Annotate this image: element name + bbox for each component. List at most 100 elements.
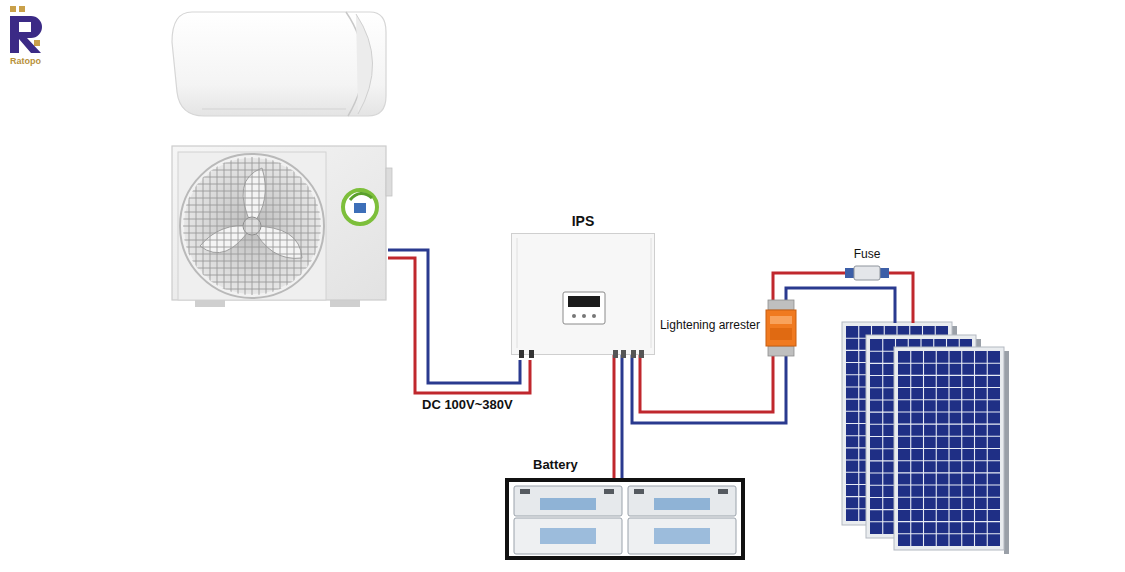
brand-name: Ratopo — [9, 56, 42, 66]
grille-wire — [180, 177, 324, 178]
cell-gap — [898, 387, 1000, 388]
button — [582, 314, 586, 318]
blue-wire — [786, 288, 895, 323]
terminal-block — [768, 300, 794, 310]
cell-gap — [898, 399, 1000, 400]
fan-grille — [180, 154, 324, 298]
eco-solar-mark — [354, 203, 366, 213]
grille-wire — [180, 170, 324, 171]
housing-groove — [517, 238, 518, 348]
cell-gap — [898, 363, 1000, 364]
grille-frame — [178, 152, 326, 300]
logo-letter — [10, 16, 42, 53]
valve-cover — [386, 168, 392, 196]
grille-wire — [182, 154, 183, 298]
battery-terminal — [634, 489, 644, 494]
grille-wire — [180, 184, 324, 185]
battery-terminal — [520, 489, 530, 494]
terminal — [639, 350, 644, 358]
button — [572, 314, 576, 318]
ac-cable — [388, 250, 530, 393]
panel-frame — [894, 347, 1004, 550]
panel-edge — [1004, 351, 1009, 554]
indoor-side-panel — [356, 14, 373, 114]
fan-ring — [180, 154, 324, 298]
grille-wire — [180, 268, 324, 269]
red-wire — [613, 355, 616, 478]
node-heading: Battery — [532, 458, 579, 473]
grille-wire — [180, 205, 324, 206]
fuse-cap — [880, 268, 889, 278]
battery-sticker — [540, 528, 596, 544]
logo-square — [10, 6, 16, 12]
grille-wire — [180, 163, 324, 164]
red-wire — [388, 258, 530, 393]
grille-wire — [322, 154, 323, 298]
indoor-casing — [172, 12, 386, 116]
terminal — [529, 350, 534, 358]
grille-wire — [180, 247, 324, 248]
fuse-cap — [845, 268, 854, 278]
logo-square — [19, 6, 25, 12]
battery-cell — [628, 518, 736, 554]
cell-gap — [898, 424, 1000, 425]
grille-wire — [180, 254, 324, 255]
blue-wire — [621, 355, 624, 478]
terminal — [621, 350, 626, 358]
outdoor-unit — [172, 146, 392, 307]
red-wire — [773, 273, 845, 300]
battery-terminal — [604, 489, 614, 494]
panel-cells — [898, 351, 1000, 546]
arrester-body — [766, 310, 796, 346]
fuse-body — [854, 266, 880, 280]
red-wire — [640, 355, 773, 412]
cell-gap — [898, 375, 1000, 376]
battery-cells — [514, 486, 736, 554]
grille-wire — [180, 275, 324, 276]
grille-wire — [180, 240, 324, 241]
indoor-vent — [202, 108, 346, 110]
fuse-box: Fuse — [845, 266, 889, 280]
cell-gap — [898, 460, 1000, 461]
grille-wire — [180, 296, 324, 297]
eco-badge — [343, 190, 377, 224]
display-bezel — [563, 292, 605, 324]
cell-gap — [898, 411, 1000, 412]
solar-panels — [842, 322, 1009, 554]
battery-sticker — [654, 528, 710, 544]
arrester-stripe — [770, 328, 792, 340]
node-heading: IPS — [571, 213, 596, 229]
blue-wire — [632, 355, 786, 423]
panel-wiring — [786, 273, 913, 323]
cell-gap — [898, 497, 1000, 498]
node-heading: Fuse — [853, 248, 882, 262]
grille-wire — [180, 289, 324, 290]
grille-wire — [180, 198, 324, 199]
grille-wire — [180, 233, 324, 234]
arrester-art — [766, 300, 796, 356]
battery-cell — [628, 486, 736, 516]
grille-wire — [180, 212, 324, 213]
terminal-block — [768, 346, 794, 356]
outdoor-casing — [172, 146, 386, 300]
wire-pair — [773, 273, 845, 300]
red-wire — [889, 273, 913, 323]
indoor-unit — [172, 12, 386, 116]
cell-gap — [898, 521, 1000, 522]
terminal — [631, 350, 636, 358]
cell-gap — [898, 436, 1000, 437]
cell-gap — [898, 509, 1000, 510]
cell-gap — [898, 485, 1000, 486]
arrester-window — [770, 316, 792, 324]
grille-wire — [180, 261, 324, 262]
cell-gap — [898, 448, 1000, 449]
node-heading: Lightening arrester — [659, 319, 761, 333]
cell-gap — [898, 472, 1000, 473]
battery-sticker — [654, 498, 710, 510]
logo-square — [34, 40, 40, 46]
terminal — [613, 350, 618, 358]
battery-cell — [514, 486, 622, 516]
inverter-art — [512, 234, 656, 356]
battery-terminal — [718, 489, 728, 494]
